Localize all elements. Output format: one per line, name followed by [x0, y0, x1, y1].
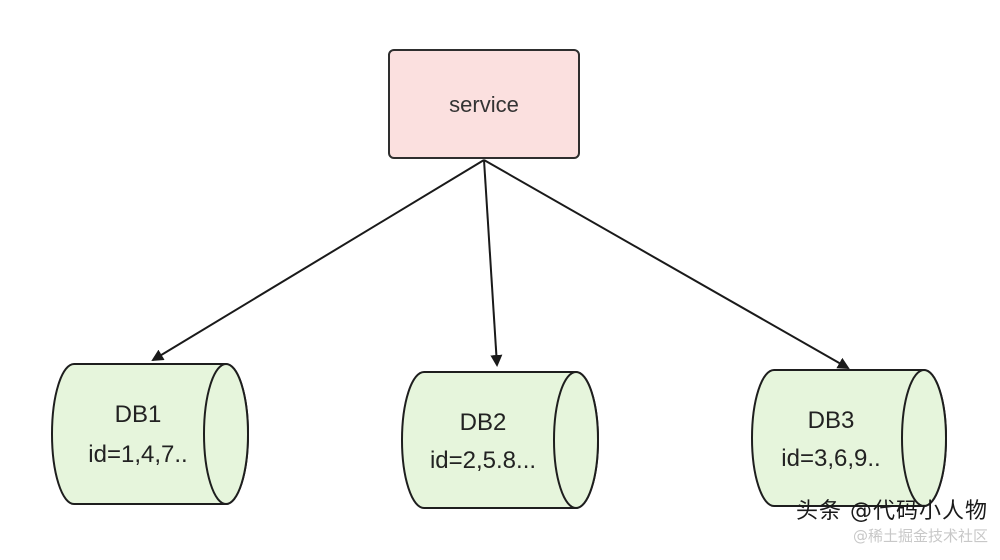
watermark-main: 头条 @代码小人物: [796, 499, 988, 524]
db3-id-range: id=3,6,9..: [781, 445, 880, 472]
arrow-service-to-db1: [151, 159, 485, 362]
db3-name: DB3: [808, 407, 855, 434]
db3-cylinder-end: [901, 369, 947, 507]
service-node: service: [388, 49, 580, 159]
watermark-sub: @稀土掘金技术社区: [852, 527, 988, 545]
db1-id-range: id=1,4,7..: [88, 441, 187, 468]
db3-node: DB3 id=3,6,9..: [751, 369, 947, 507]
watermark: 头条 @代码小人物 @稀土掘金技术社区: [796, 493, 988, 546]
db2-node: DB2 id=2,5.8...: [401, 371, 599, 509]
arrows: [151, 159, 850, 369]
service-label: service: [449, 92, 519, 117]
db1-name: DB1: [115, 401, 162, 428]
arrow-service-to-db2: [483, 159, 503, 367]
db2-name: DB2: [460, 409, 507, 436]
db2-cylinder-end: [553, 371, 599, 509]
db1-cylinder-end: [203, 363, 249, 505]
db2-id-range: id=2,5.8...: [430, 447, 536, 474]
arrow-service-to-db3: [483, 159, 850, 369]
db1-node: DB1 id=1,4,7..: [51, 363, 249, 505]
service-box: [388, 49, 580, 159]
